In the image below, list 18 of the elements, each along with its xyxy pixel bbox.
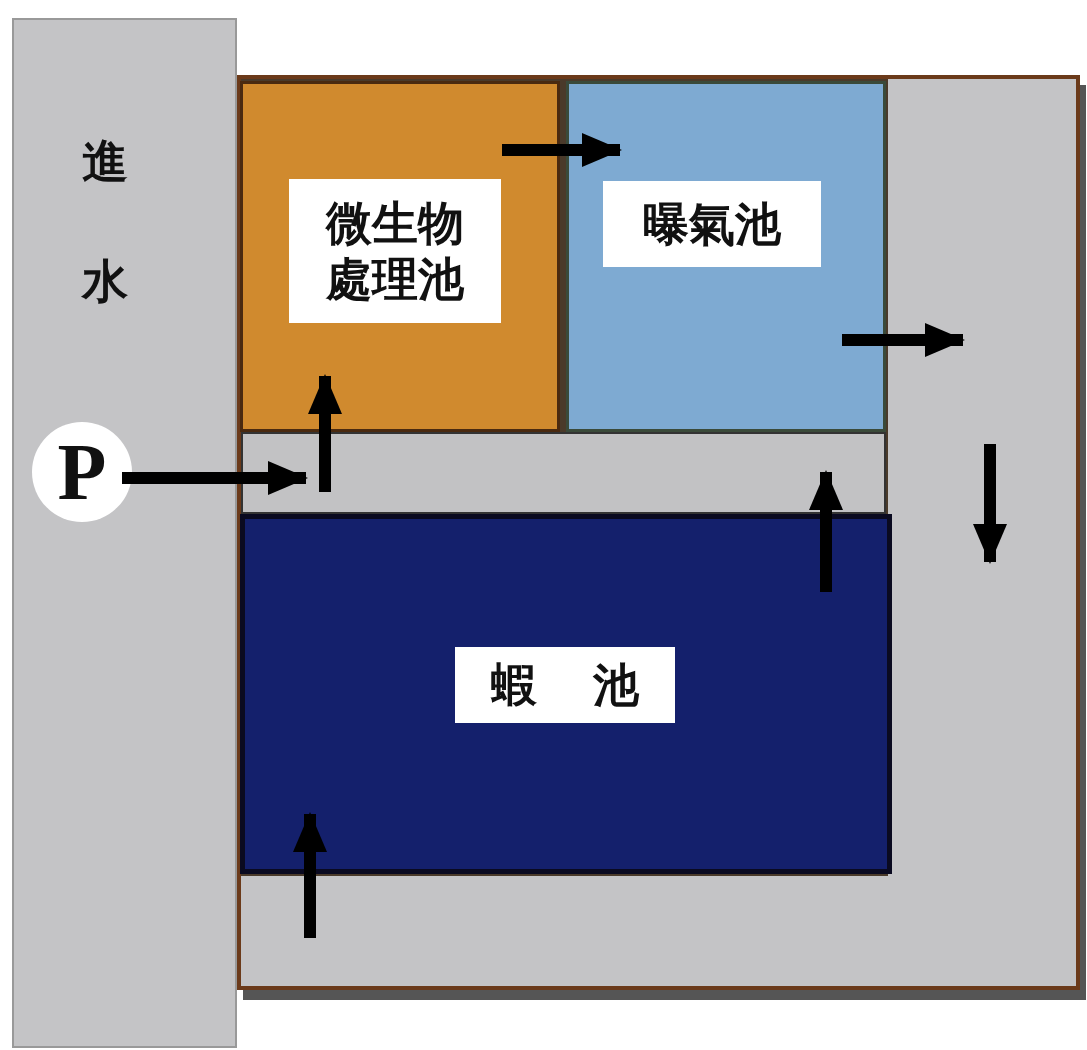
pump-symbol: P xyxy=(32,422,132,522)
inlet-label: 進水 xyxy=(78,102,134,338)
arrow xyxy=(809,470,843,592)
water-channel xyxy=(888,79,1076,986)
tank-label: 蝦 池 xyxy=(455,647,675,723)
shrimp-pond xyxy=(240,514,892,874)
inlet-channel xyxy=(12,18,237,1048)
arrow xyxy=(842,323,965,357)
water-channel xyxy=(241,432,886,514)
water-channel xyxy=(241,876,888,986)
aeration-tank xyxy=(566,81,886,432)
arrow xyxy=(293,812,327,938)
treatment-tank xyxy=(240,81,560,432)
arrow xyxy=(122,461,308,495)
tank-label: 曝氣池 xyxy=(603,181,821,267)
arrow xyxy=(502,133,622,167)
arrow xyxy=(308,374,342,492)
tank-label: 微生物處理池 xyxy=(289,179,501,323)
